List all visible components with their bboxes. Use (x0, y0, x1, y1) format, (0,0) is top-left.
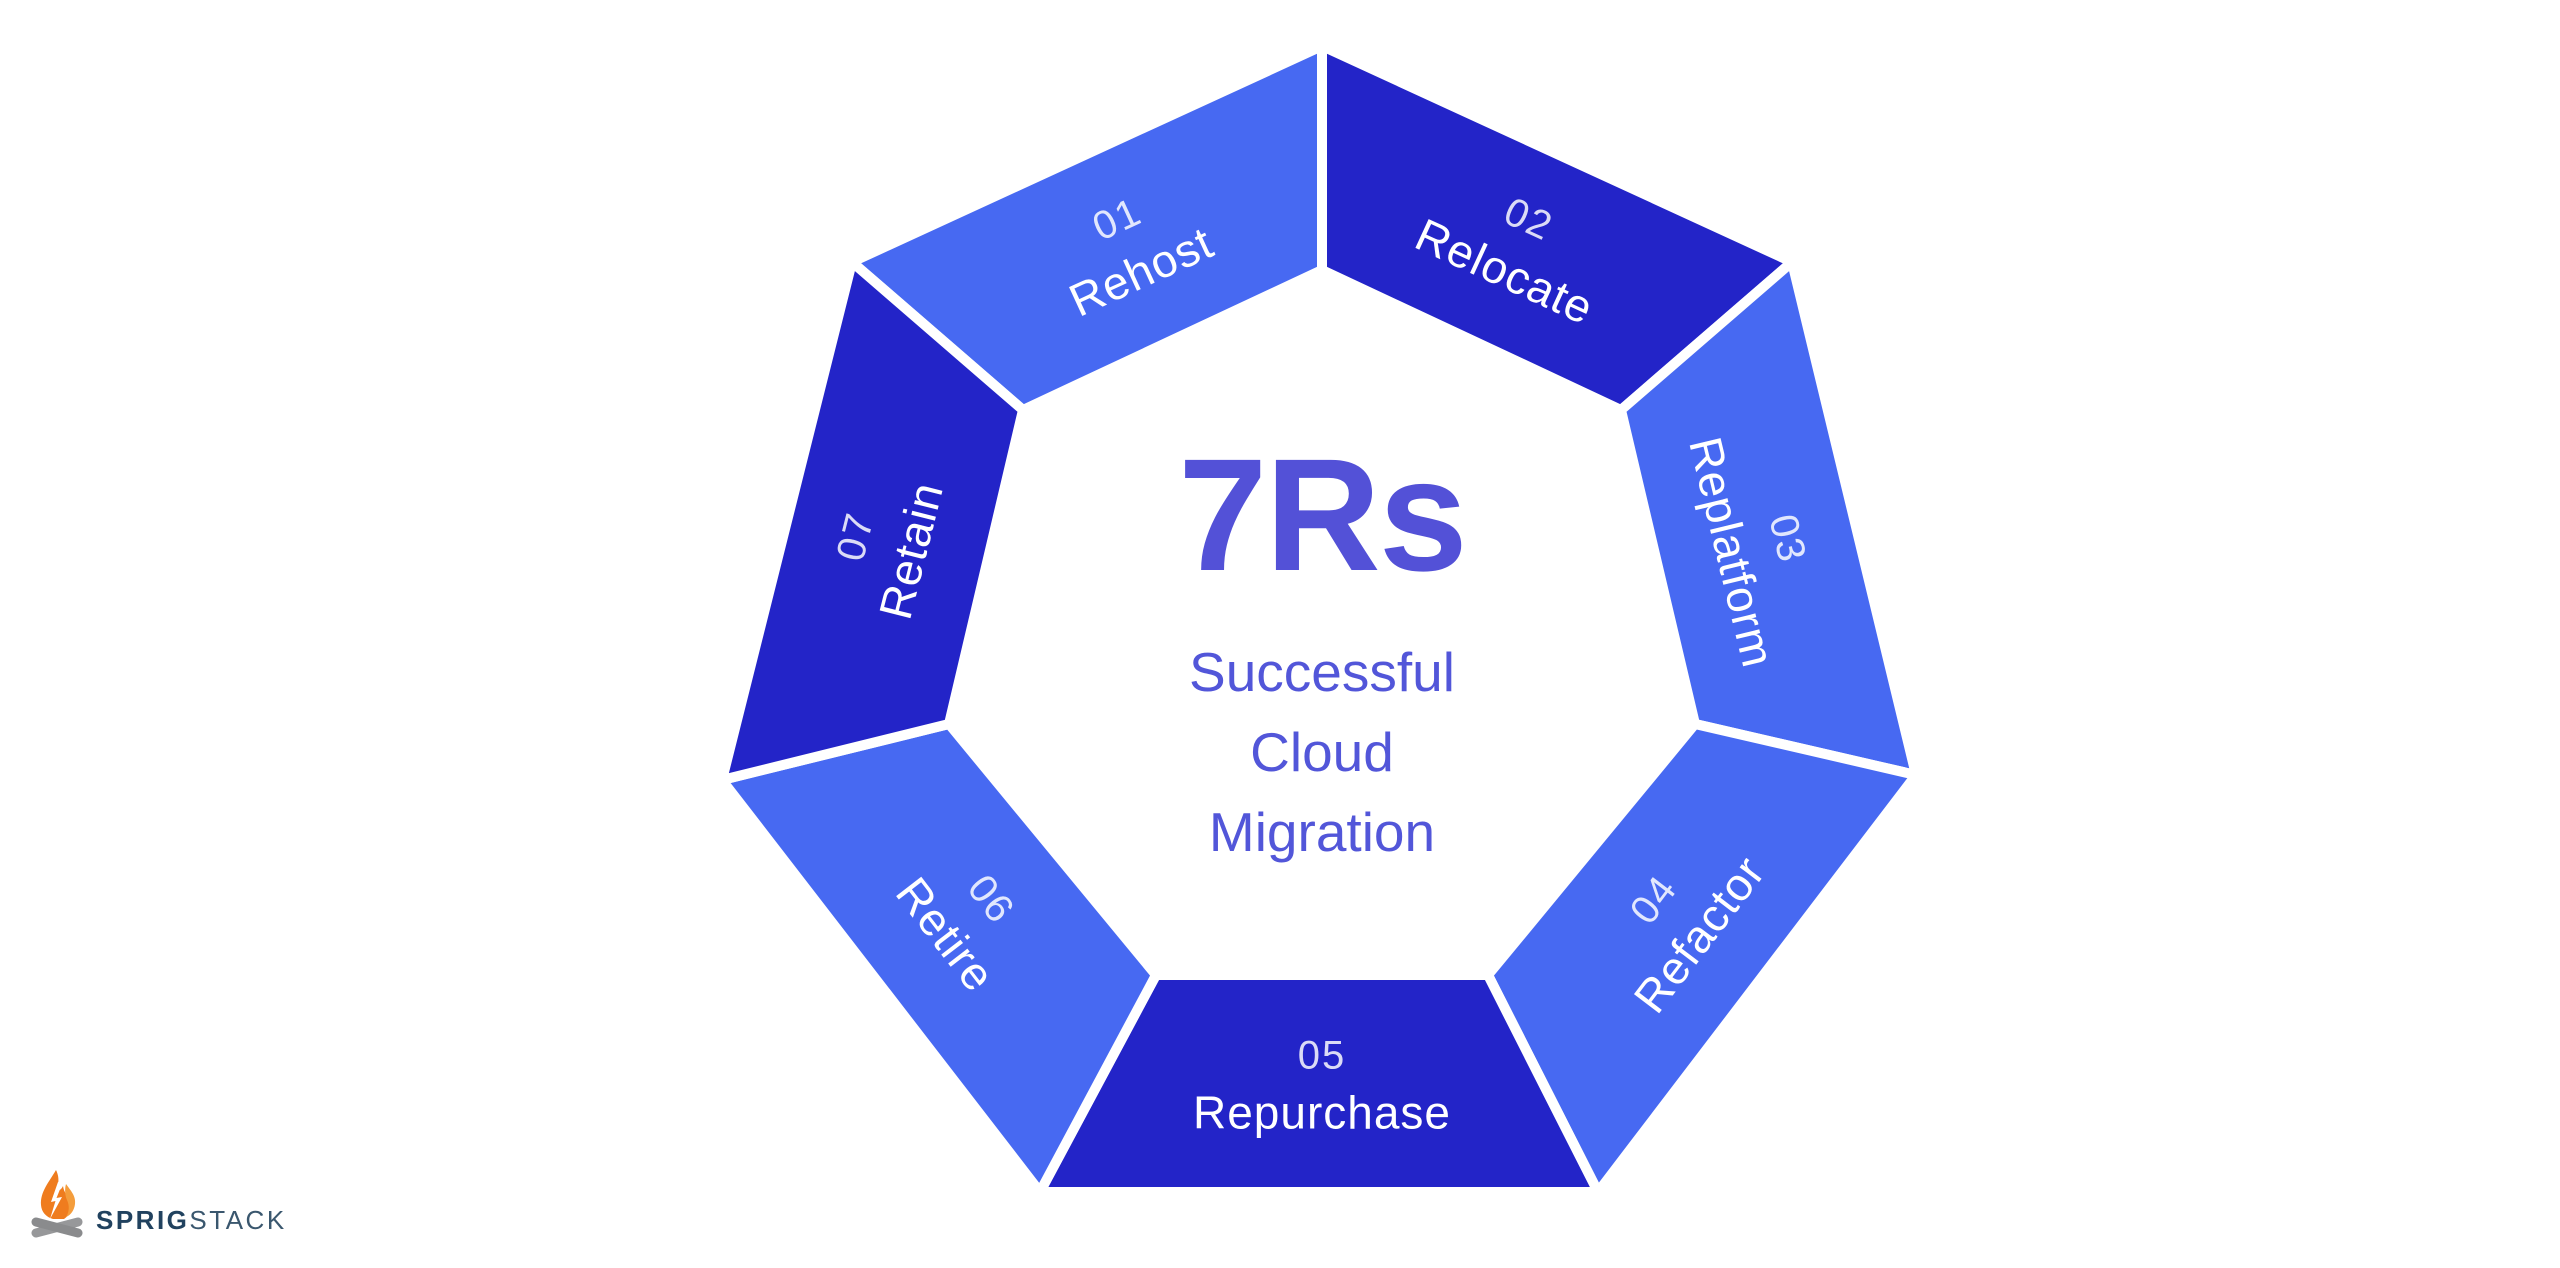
brand-name-bold: SPRIG (96, 1205, 190, 1235)
campfire-icon (31, 1170, 83, 1238)
subtitle-line: Migration (1208, 801, 1436, 863)
segment-shape-07-retain (715, 252, 1029, 787)
subtitle-line: Cloud (1250, 721, 1394, 783)
brand-name-light: STACK (189, 1205, 287, 1235)
sprigstack-logo: SPRIGSTACK (28, 1170, 287, 1238)
subtitle-line: Successful (1189, 641, 1455, 703)
brand-name: SPRIGSTACK (96, 1207, 287, 1238)
diagram-subtitle: Successful Cloud Migration (1189, 632, 1455, 872)
diagram-title: 7Rs (1178, 425, 1468, 604)
